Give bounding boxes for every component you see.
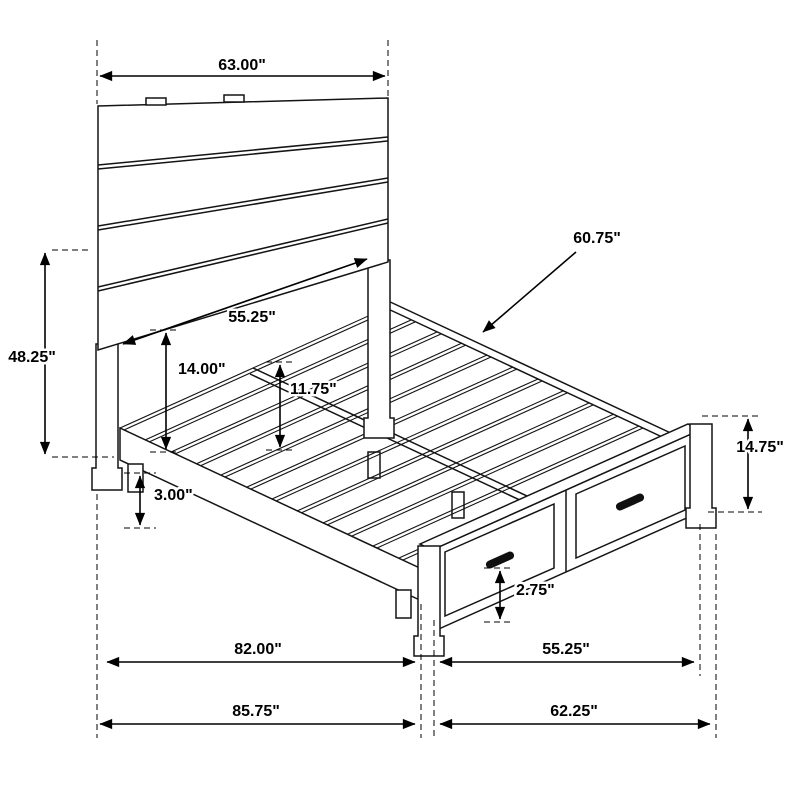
dimension-labels: 63.00" 55.25" 48.25" 14.00" 11.75" 60.75…: [6, 55, 787, 723]
headboard-top-tab: [223, 94, 245, 103]
dim-leader-slat-length: [482, 251, 577, 333]
headboard-top-tab: [145, 97, 167, 106]
dim-label-slat-length: 60.75": [573, 230, 621, 247]
left-rail-leg: [395, 589, 412, 619]
dim-label-drawer-clearance: 2.75": [516, 582, 555, 599]
headboard-plank-lines: [97, 136, 389, 292]
dim-label-rail-clearance: 3.00": [154, 487, 193, 504]
dim-label-headboard-inner-width: 55.25": [228, 309, 276, 326]
dim-label-slat-spacing: 11.75": [290, 381, 337, 398]
dim-label-overall-length: 85.75": [232, 703, 280, 720]
dim-label-headboard-width: 63.00": [218, 57, 266, 74]
center-support-leg: [451, 491, 465, 519]
footboard-left-post: [413, 545, 445, 657]
dim-label-frame-inner-length: 82.00": [234, 641, 282, 658]
headboard-right-post: [363, 259, 395, 439]
headboard-left-post: [91, 343, 123, 491]
drawer-handle-icon: [485, 551, 515, 569]
dim-label-footboard-height: 14.75": [736, 439, 784, 456]
drawer-handle-icon: [615, 493, 645, 511]
dim-label-overall-width: 62.25": [550, 703, 598, 720]
footboard-right-post: [685, 423, 717, 529]
dim-label-headboard-panel-height: 14.00": [178, 361, 226, 378]
dim-label-footboard-inner-width: 55.25": [542, 641, 590, 658]
dimension-arrows: [39, 70, 754, 730]
dim-label-headboard-height: 48.25": [8, 349, 56, 366]
dim-arrow-headboard-inner-width: [122, 258, 368, 345]
extension-lines: [52, 40, 762, 738]
